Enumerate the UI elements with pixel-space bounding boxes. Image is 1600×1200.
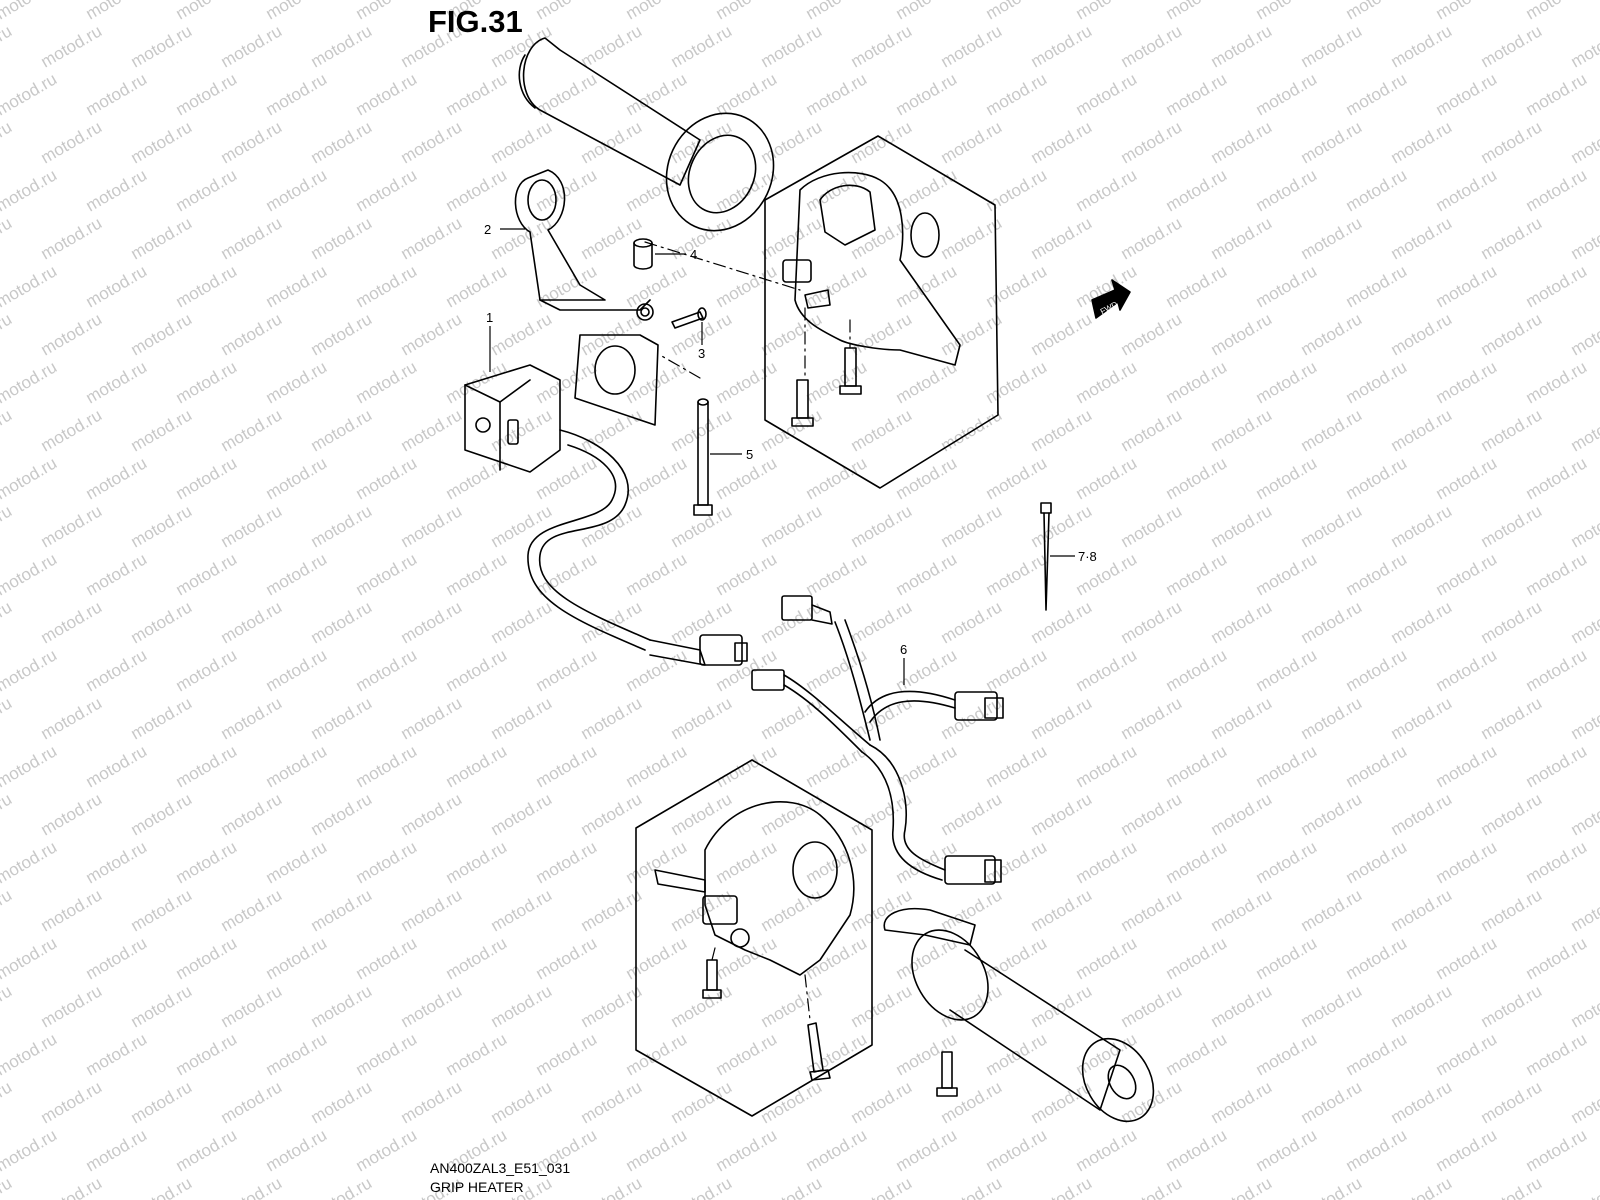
screw-3 bbox=[671, 307, 707, 329]
callout-6: 6 bbox=[900, 642, 907, 685]
callout-2: 2 bbox=[484, 222, 525, 237]
cable-tie-7-8 bbox=[1040, 502, 1052, 611]
callout-3: 3 bbox=[698, 322, 705, 361]
callout-7-8: 7·8 bbox=[1050, 549, 1097, 564]
upper-grip bbox=[518, 37, 775, 232]
fwd-label: FWD bbox=[1099, 300, 1120, 317]
figure-title: FIG.31 bbox=[428, 4, 523, 39]
figure-code: AN400ZAL3_E51_031 bbox=[430, 1160, 571, 1176]
bracket-2 bbox=[514, 169, 651, 311]
callout-1: 1 bbox=[486, 310, 493, 372]
callout-label: 4 bbox=[690, 247, 697, 262]
callout-4: 4 bbox=[655, 247, 697, 262]
callout-label: 3 bbox=[698, 346, 705, 361]
mounting-plate bbox=[574, 303, 659, 426]
switch-box-1 bbox=[464, 364, 561, 473]
spacer-4 bbox=[633, 238, 653, 270]
callout-label: 5 bbox=[746, 447, 753, 462]
callout-5: 5 bbox=[710, 447, 753, 462]
bolt-5 bbox=[693, 398, 713, 516]
callout-label: 7·8 bbox=[1078, 549, 1097, 564]
callout-label: 2 bbox=[484, 222, 491, 237]
harness-6 bbox=[751, 595, 1004, 885]
figure-name: GRIP HEATER bbox=[430, 1179, 524, 1195]
callout-label: 1 bbox=[486, 310, 493, 325]
callout-label: 6 bbox=[900, 642, 907, 657]
switch-cable bbox=[527, 429, 748, 666]
